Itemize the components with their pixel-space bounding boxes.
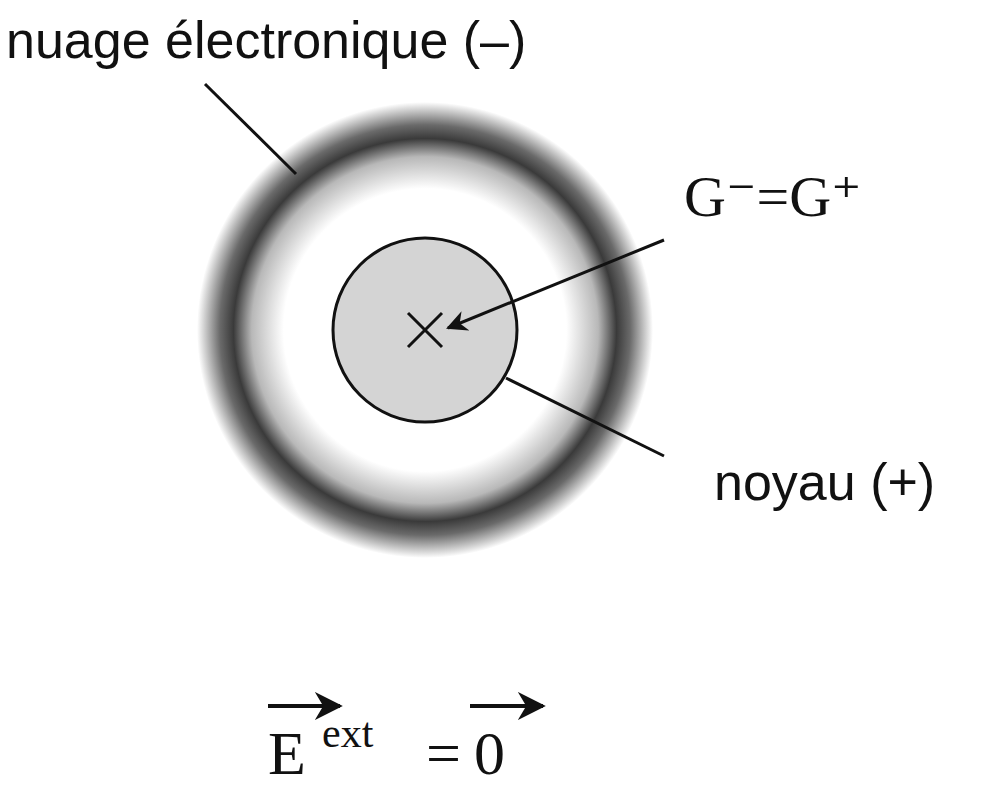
part-label: noyau (+) (714, 456, 935, 508)
leader-line (205, 84, 296, 174)
field-symbol: E (268, 722, 306, 784)
center-cross (408, 313, 442, 347)
part-label: nuage électronique (–) (6, 14, 526, 66)
vector-arrow (470, 704, 543, 708)
leader-line (506, 378, 664, 456)
zero-vector: 0 (474, 722, 505, 784)
superscript: ext (322, 712, 373, 754)
pointer-arrow (448, 240, 664, 328)
centre-label: G⁻=G⁺ (684, 168, 862, 226)
equals-sign: = (426, 722, 461, 784)
nucleus (333, 238, 517, 422)
vector-arrow (268, 704, 340, 708)
electron-cloud (197, 102, 653, 558)
